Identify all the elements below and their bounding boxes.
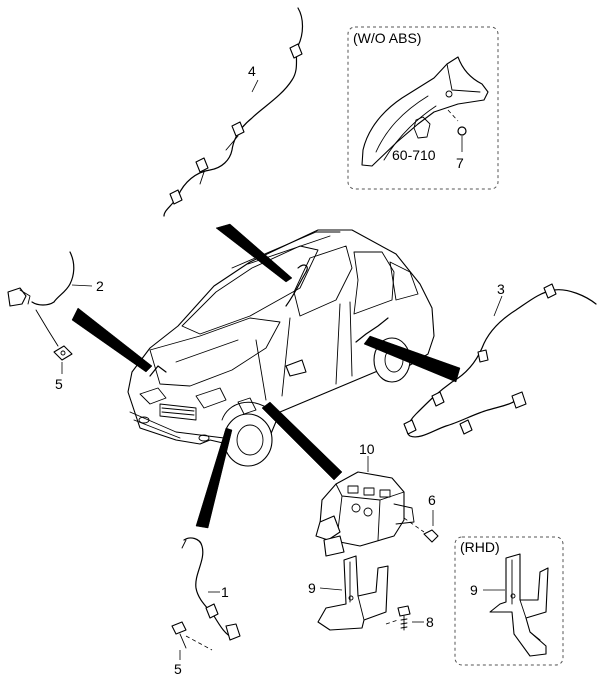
- part-label-1: 1: [221, 584, 229, 600]
- rhd-part-label-9: 9: [470, 582, 478, 598]
- wedge-to-hood: [71, 307, 153, 373]
- inset-rhd-frame: [454, 536, 564, 666]
- wheel-guard-illustration: [361, 56, 489, 167]
- part-5-clip-lower: 5: [171, 621, 213, 677]
- ref-label-60-710: 60-710: [392, 147, 436, 163]
- wedge-to-rear-wheel: [363, 335, 461, 383]
- rhd-bracket-illustration: [489, 553, 549, 657]
- part-label-8: 6: [428, 492, 436, 508]
- inset-rhd: (RHD) 9: [454, 536, 564, 666]
- part-label-6: 8: [426, 614, 434, 630]
- part-label-2: 2: [96, 278, 104, 294]
- clip-7-icon: [457, 126, 467, 136]
- part-5-clip-upper: 5: [53, 345, 73, 392]
- part-10-hydraulic-unit: 10: [315, 441, 415, 557]
- bolt-icon: [397, 605, 411, 617]
- cable-on-roof: [285, 264, 308, 307]
- inset-wo-abs-frame: [347, 26, 499, 190]
- part-label-5-lower: 5: [174, 661, 182, 677]
- part-label-10: 10: [359, 441, 375, 457]
- wedge-to-hecu: [261, 401, 343, 481]
- wedge-to-roof: [215, 223, 293, 283]
- part-2-sensor: 2: [7, 251, 104, 347]
- nut-icon: [423, 529, 439, 543]
- part-label-5-upper: 5: [55, 376, 63, 392]
- part-3-sensor-cable: 3: [403, 281, 597, 438]
- cable-on-hood: [149, 365, 167, 377]
- part-label-3: 3: [497, 281, 505, 297]
- part-1-sensor-cable: 1: [181, 537, 241, 641]
- pointer-wedges: [71, 223, 461, 529]
- part-4-sensor-cable: 4: [163, 7, 304, 217]
- part-8-nut: 6: [403, 492, 439, 543]
- part-9-bracket: 9: [308, 555, 389, 631]
- part-6-bolt: 8: [385, 605, 434, 631]
- part-label-7: 7: [456, 155, 464, 171]
- inset-wo-abs-title: (W/O ABS): [353, 30, 421, 46]
- front-wheel: [223, 413, 273, 467]
- inset-rhd-title: (RHD): [460, 539, 500, 555]
- wedge-to-front-wheel: [195, 427, 233, 529]
- part-label-4: 4: [248, 63, 256, 79]
- cable-rear-arch: [355, 317, 389, 343]
- inset-wo-abs: (W/O ABS) 60-710 7: [347, 26, 499, 190]
- part-label-9: 9: [308, 580, 316, 596]
